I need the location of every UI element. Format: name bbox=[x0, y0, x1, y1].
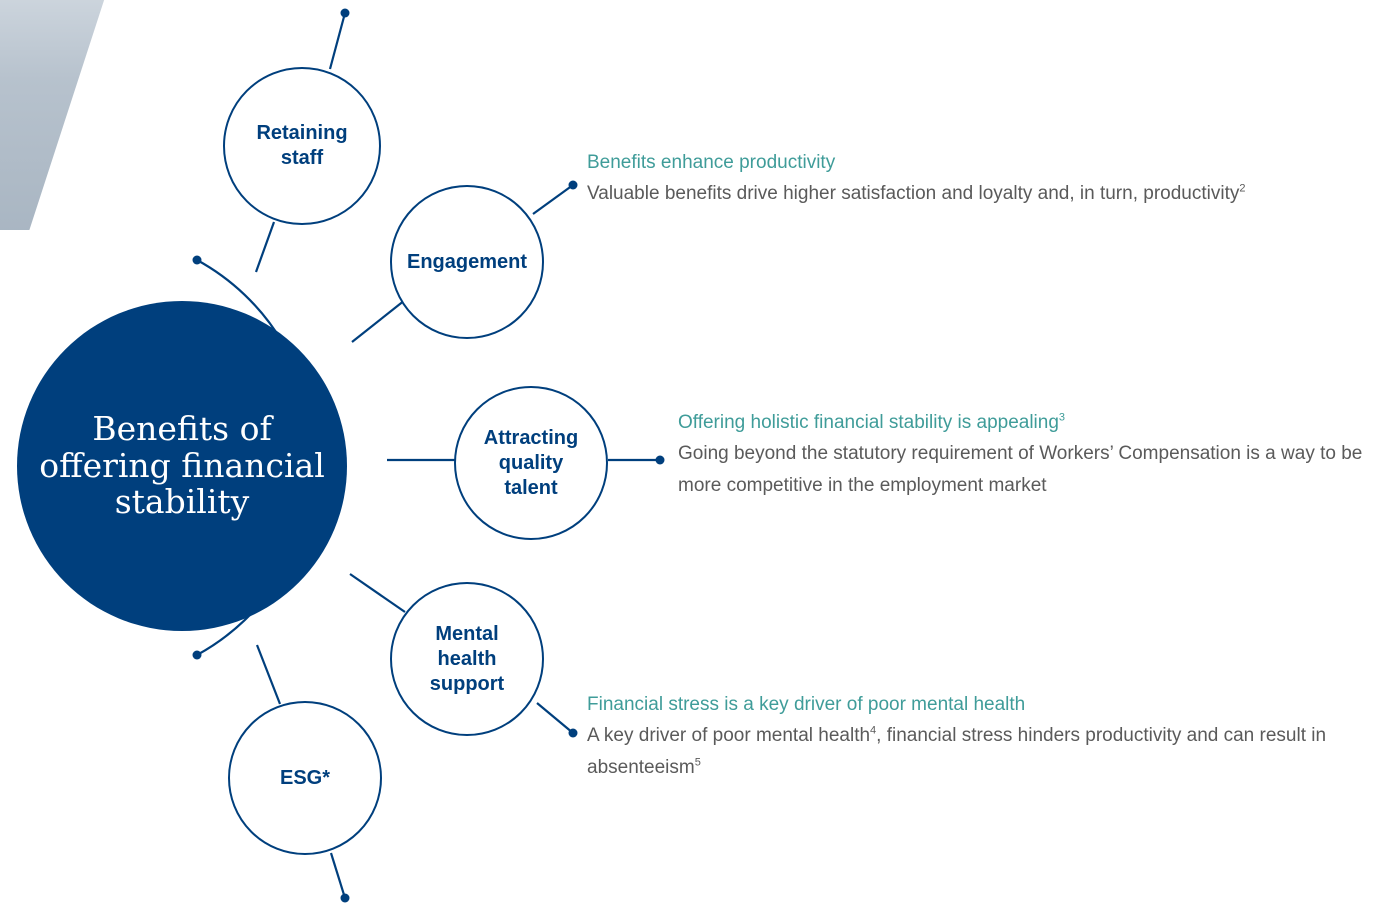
dot-mental-callout bbox=[568, 728, 578, 738]
callout-body-text: , financial stress hinders productivity … bbox=[587, 725, 1327, 778]
callout-heading-text: Offering holistic financial stability is… bbox=[678, 412, 1059, 433]
node-esg: ESG* bbox=[228, 701, 382, 855]
connector-mental-hub bbox=[349, 573, 406, 613]
connector-engage-callout bbox=[532, 184, 574, 215]
footnote-ref: 5 bbox=[694, 756, 701, 769]
footnote-ref: 2 bbox=[1239, 182, 1246, 195]
callout-appealing: Offering holistic financial stability is… bbox=[678, 410, 1378, 502]
hub-circle: Benefits of offering financial stability bbox=[17, 301, 347, 631]
callout-mental-health: Financial stress is a key driver of poor… bbox=[587, 692, 1377, 784]
footnote-ref: 4 bbox=[870, 724, 877, 737]
dot-top bbox=[340, 8, 350, 18]
callout-heading: Benefits enhance productivity bbox=[587, 152, 836, 173]
callout-body-text: Valuable benefits drive higher satisfact… bbox=[587, 183, 1240, 204]
callout-body: Going beyond the statutory requirement o… bbox=[678, 443, 1363, 496]
callout-body: A key driver of poor mental health4, fin… bbox=[587, 720, 1377, 784]
dot-arc-bottom bbox=[192, 650, 202, 660]
node-attracting-talent: Attracting quality talent bbox=[454, 386, 608, 540]
callout-body: Valuable benefits drive higher satisfact… bbox=[587, 178, 1397, 210]
callout-body-text: A key driver of poor mental health bbox=[587, 725, 871, 746]
connector-esg-hub bbox=[255, 644, 282, 705]
callout-heading: Financial stress is a key driver of poor… bbox=[587, 694, 1026, 715]
dot-arc-top bbox=[192, 255, 202, 265]
connector-engage-hub bbox=[351, 299, 406, 343]
connector-top-stem bbox=[328, 12, 347, 70]
connector-retain-hub bbox=[254, 221, 276, 273]
connector-mental-callout bbox=[536, 702, 574, 734]
dot-engage-callout bbox=[568, 180, 578, 190]
connector-bottom-stem bbox=[329, 852, 347, 899]
node-mental-health: Mental health support bbox=[390, 582, 544, 736]
dot-bottom bbox=[340, 893, 350, 903]
callout-productivity: Benefits enhance productivity Valuable b… bbox=[587, 150, 1397, 210]
node-retaining-staff: Retaining staff bbox=[223, 67, 381, 225]
dot-attract-callout bbox=[655, 455, 665, 465]
node-engagement: Engagement bbox=[390, 185, 544, 339]
footnote-ref: 3 bbox=[1058, 411, 1066, 424]
callout-heading: Offering holistic financial stability is… bbox=[678, 410, 1378, 436]
